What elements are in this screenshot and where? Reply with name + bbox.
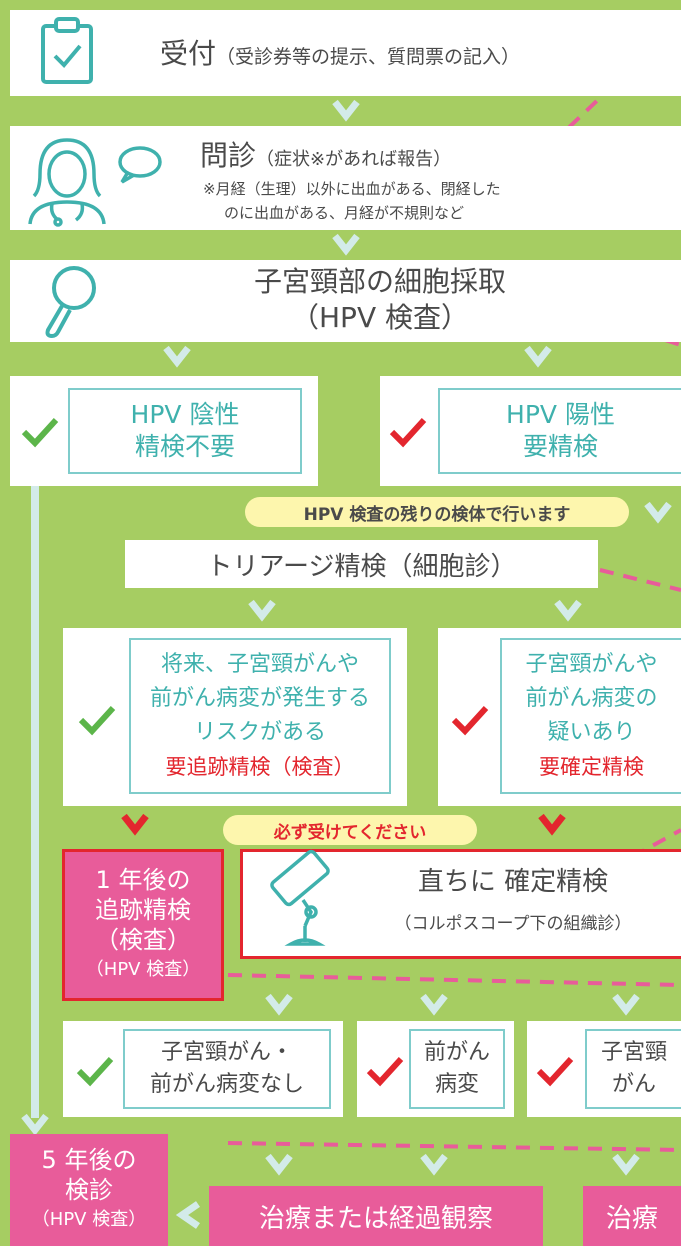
suspect-result-line4: 要確定精検 bbox=[539, 755, 644, 779]
definitive-line1: 直ちに 確定精検 bbox=[417, 867, 609, 897]
treatment-label: 治療 bbox=[605, 1203, 658, 1234]
must-attend-note: 必ず受けてください bbox=[223, 815, 477, 845]
red-down-arrow-icon bbox=[121, 813, 149, 836]
down-arrow-icon bbox=[332, 233, 360, 256]
check-red-icon bbox=[451, 705, 489, 736]
interview-note-line1: ※月経（生理）以外に出血がある、閉経した bbox=[203, 180, 501, 198]
down-arrow-icon bbox=[524, 345, 552, 368]
suspect-result-line2: 前がん病変の bbox=[525, 686, 658, 711]
no-lesion-line1: 子宮頸がん・ bbox=[160, 1040, 293, 1065]
check-green-icon bbox=[21, 417, 59, 448]
down-arrow-icon bbox=[420, 993, 448, 1016]
precancer-line2: 病変 bbox=[434, 1072, 479, 1097]
dashed-line-screening bbox=[227, 1141, 681, 1152]
triage-box: トリアージ精検（細胞診） bbox=[125, 540, 598, 588]
hpv-negative-box: HPV 陰性 精検不要 bbox=[10, 376, 318, 486]
hpv-negative-line2: 精検不要 bbox=[134, 432, 235, 461]
dashed-line-triage bbox=[599, 568, 681, 592]
left-arrow-icon bbox=[175, 1201, 200, 1229]
down-arrow-icon bbox=[554, 599, 582, 622]
down-arrow-icon bbox=[248, 599, 276, 622]
screening-line2: 検診 bbox=[65, 1176, 113, 1204]
definitive-box: 直ちに 確定精検 （コルポスコープ下の組織診） bbox=[243, 849, 681, 956]
cancer-line1: 子宮頸 bbox=[600, 1040, 667, 1065]
check-red-icon bbox=[389, 417, 427, 448]
followup-line3: （検査） bbox=[95, 926, 191, 954]
risk-result-line1: 将来、子宮頸がんや bbox=[160, 652, 359, 677]
down-arrow-icon bbox=[265, 1153, 293, 1176]
suspect-result-line1: 子宮頸がんや bbox=[525, 652, 658, 677]
suspect-result-line3: 疑いあり bbox=[547, 720, 636, 745]
sampling-line1: 子宮頸部の細胞採取 bbox=[253, 265, 506, 298]
definitive-line2: （コルポスコープ下の組織診） bbox=[394, 914, 632, 934]
interview-note-line2: のに出血がある、月経が不規則など bbox=[224, 204, 465, 222]
risk-result-box: 将来、子宮頸がんや 前がん病変が発生する リスクがある 要追跡精検（検査） bbox=[63, 628, 407, 806]
down-arrow-icon bbox=[163, 345, 191, 368]
reception-detail: （受診券等の提示、質問票の記入） bbox=[216, 46, 521, 68]
down-arrow-icon bbox=[612, 1153, 640, 1176]
doctor-speech-icon bbox=[28, 138, 162, 227]
cancer-line2: がん bbox=[611, 1072, 656, 1097]
remaining-sample-note: HPV 検査の残りの検体で行います bbox=[245, 497, 629, 527]
treatment-box: 治療 bbox=[583, 1186, 681, 1246]
red-down-arrow-icon bbox=[538, 813, 566, 836]
hpv-positive-line1: HPV 陽性 bbox=[506, 400, 615, 429]
interview-box: 問診（症状※があれば報告） ※月経（生理）以外に出血がある、閉経した のに出血が… bbox=[10, 126, 681, 230]
triage-label: トリアージ精検（細胞診） bbox=[206, 551, 517, 582]
treatment-or-observation-box: 治療または経過観察 bbox=[209, 1186, 543, 1246]
check-green-icon bbox=[78, 705, 116, 736]
long-arrow-shaft bbox=[31, 486, 39, 1118]
sampling-line2: （HPV 検査） bbox=[291, 301, 469, 334]
interview-title: 問診 bbox=[200, 139, 257, 172]
down-arrow-icon bbox=[21, 1113, 49, 1136]
screening-line1: 5 年後の bbox=[41, 1146, 137, 1174]
colposcope-icon bbox=[270, 849, 330, 946]
check-green-icon bbox=[76, 1056, 114, 1087]
check-red-icon bbox=[366, 1056, 404, 1087]
down-arrow-icon bbox=[612, 993, 640, 1016]
screening-line3: （HPV 検査） bbox=[31, 1209, 147, 1230]
treatment-or-observation-label: 治療または経過観察 bbox=[258, 1203, 493, 1234]
dashed-line-followup bbox=[227, 973, 681, 987]
precancer-line1: 前がん bbox=[423, 1040, 490, 1065]
down-arrow-icon bbox=[265, 993, 293, 1016]
down-arrow-icon bbox=[644, 501, 672, 524]
interview-detail: （症状※があれば報告） bbox=[256, 149, 452, 170]
precancer-box: 前がん 病変 bbox=[357, 1021, 514, 1117]
check-red-icon bbox=[536, 1056, 574, 1087]
clipboard-check-icon bbox=[41, 17, 93, 84]
followup-1yr-box: 1 年後の 追跡精検 （検査） （HPV 検査） bbox=[65, 852, 221, 998]
risk-result-line3: リスクがある bbox=[193, 720, 326, 745]
reception-box: 受付（受診券等の提示、質問票の記入） bbox=[10, 10, 681, 96]
hpv-negative-line1: HPV 陰性 bbox=[130, 400, 240, 429]
no-lesion-box: 子宮頸がん・ 前がん病変なし bbox=[63, 1021, 343, 1117]
down-arrow-icon bbox=[332, 99, 360, 122]
hpv-positive-line2: 要精検 bbox=[522, 432, 598, 461]
screening-5yr-box: 5 年後の 検診 （HPV 検査） bbox=[10, 1134, 168, 1246]
risk-result-line2: 前がん病変が発生する bbox=[149, 686, 370, 711]
suspect-result-box: 子宮頸がんや 前がん病変の 疑いあり 要確定精検 bbox=[438, 628, 681, 806]
followup-line1: 1 年後の bbox=[95, 866, 191, 894]
no-lesion-line2: 前がん病変なし bbox=[149, 1072, 304, 1097]
risk-result-line4: 要追跡精検（検査） bbox=[165, 755, 355, 779]
followup-line4: （HPV 検査） bbox=[85, 959, 201, 980]
magnifier-icon bbox=[45, 266, 96, 339]
hpv-positive-box: HPV 陽性 要精検 bbox=[380, 376, 681, 486]
down-arrow-icon bbox=[420, 1153, 448, 1176]
followup-line2: 追跡精検 bbox=[95, 896, 191, 924]
cancer-box: 子宮頸 がん bbox=[527, 1021, 681, 1117]
sampling-box: 子宮頸部の細胞採取 （HPV 検査） bbox=[10, 260, 681, 342]
reception-title: 受付 bbox=[160, 37, 217, 70]
